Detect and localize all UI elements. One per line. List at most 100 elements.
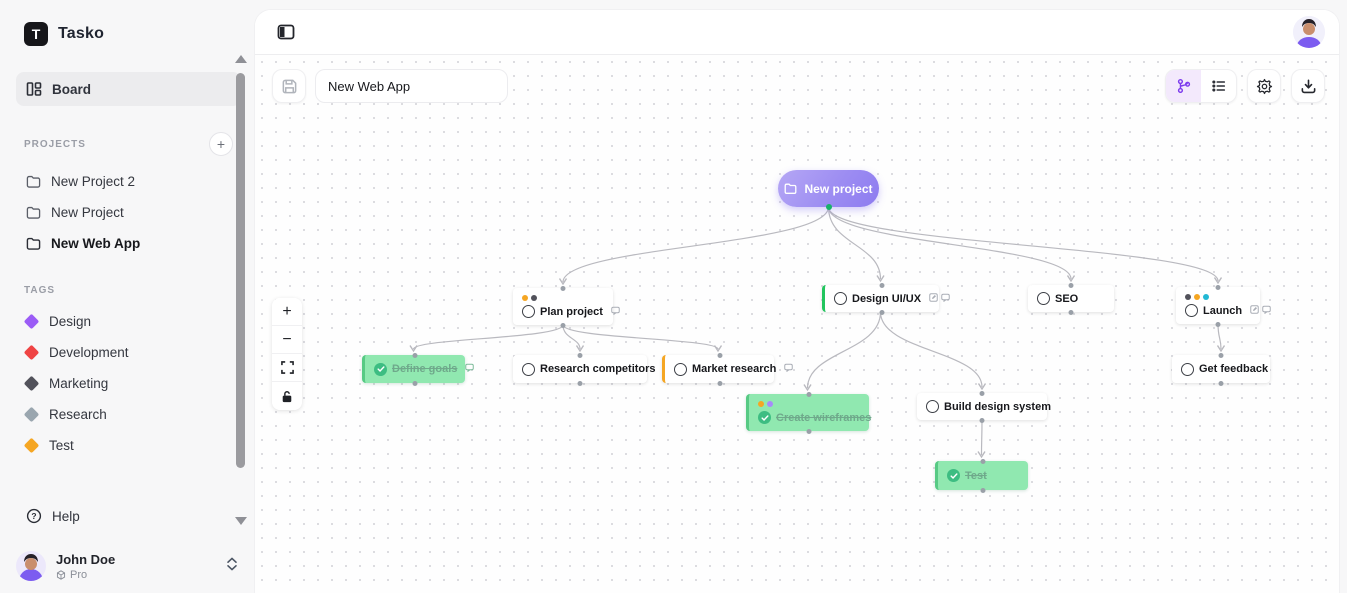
connection-handle[interactable] bbox=[1215, 321, 1221, 327]
user-plan-badge: Pro bbox=[56, 569, 115, 581]
node-tag-dots bbox=[522, 295, 604, 301]
tree-view-button[interactable] bbox=[1166, 70, 1201, 102]
comment-icon[interactable] bbox=[784, 363, 794, 375]
flow-node-plan[interactable]: Plan project bbox=[513, 285, 620, 328]
tag-color-icon bbox=[23, 344, 40, 361]
flow-node-research[interactable]: Research competitors bbox=[513, 352, 656, 386]
connection-handle[interactable] bbox=[979, 417, 985, 423]
tag-item-research[interactable]: Research bbox=[16, 399, 241, 430]
tag-name: Marketing bbox=[49, 376, 109, 391]
flow-node-build[interactable]: Build design system bbox=[917, 390, 1051, 423]
connection-handle[interactable] bbox=[412, 380, 418, 386]
connection-handle[interactable] bbox=[577, 380, 583, 386]
task-checkbox[interactable] bbox=[522, 362, 535, 376]
connection-handle[interactable] bbox=[560, 322, 566, 328]
comment-icon[interactable] bbox=[611, 306, 620, 318]
comment-icon[interactable] bbox=[941, 293, 950, 305]
flow-node-test[interactable]: Test bbox=[935, 458, 1028, 493]
flow-node-market[interactable]: Market research bbox=[662, 352, 794, 386]
task-checkbox[interactable] bbox=[1185, 304, 1198, 317]
task-checkbox-checked[interactable] bbox=[947, 469, 960, 482]
task-checkbox-checked[interactable] bbox=[374, 362, 387, 376]
connection-handle[interactable] bbox=[1218, 380, 1224, 386]
tag-dot bbox=[531, 295, 537, 301]
scrollbar-thumb[interactable] bbox=[236, 73, 245, 468]
connection-handle[interactable] bbox=[717, 380, 722, 386]
task-checkbox[interactable] bbox=[1181, 362, 1194, 376]
sidebar-toggle-button[interactable] bbox=[273, 19, 299, 45]
save-button[interactable] bbox=[272, 69, 306, 103]
view-controls bbox=[1165, 69, 1325, 103]
connection-handle[interactable] bbox=[806, 391, 812, 397]
connection-handle[interactable] bbox=[717, 352, 722, 358]
lock-icon bbox=[282, 390, 292, 402]
connection-handle[interactable] bbox=[806, 428, 812, 434]
tags-section-label: TAGS bbox=[24, 285, 56, 296]
task-checkbox[interactable] bbox=[522, 305, 535, 318]
connection-handle[interactable] bbox=[560, 285, 566, 291]
connection-handle[interactable] bbox=[1068, 282, 1074, 288]
flow-node-design[interactable]: Design UI/UX bbox=[822, 282, 950, 315]
header-user-avatar[interactable] bbox=[1293, 16, 1325, 48]
zoom-in-button[interactable]: + bbox=[272, 298, 302, 326]
connection-handle[interactable] bbox=[1215, 284, 1221, 290]
flow-node-goals[interactable]: Define goals bbox=[362, 352, 475, 386]
task-checkbox-checked[interactable] bbox=[758, 411, 771, 424]
list-view-button[interactable] bbox=[1201, 70, 1236, 102]
connection-handle[interactable] bbox=[879, 282, 885, 288]
comment-icon[interactable] bbox=[1262, 305, 1271, 317]
tag-item-test[interactable]: Test bbox=[16, 430, 241, 461]
tag-item-design[interactable]: Design bbox=[16, 306, 241, 337]
connection-handle[interactable] bbox=[980, 458, 986, 464]
project-item[interactable]: New Project bbox=[16, 197, 241, 228]
tag-dot bbox=[1203, 294, 1209, 300]
user-menu-caret-icon[interactable] bbox=[226, 556, 238, 577]
flow-node-launch[interactable]: Launch bbox=[1176, 284, 1271, 327]
add-project-button[interactable]: + bbox=[209, 132, 233, 156]
node-tag-dots bbox=[1185, 294, 1251, 300]
scrollbar-down-arrow[interactable] bbox=[235, 517, 247, 525]
scrollbar-up-arrow[interactable] bbox=[235, 55, 247, 63]
node-label: Test bbox=[965, 469, 987, 482]
projects-section-label: PROJECTS bbox=[24, 138, 86, 150]
flow-node-seo[interactable]: SEO bbox=[1028, 282, 1114, 315]
lock-button[interactable] bbox=[272, 382, 302, 410]
user-menu[interactable]: John Doe Pro bbox=[16, 551, 238, 581]
edit-icon[interactable] bbox=[1250, 304, 1259, 317]
connection-handle[interactable] bbox=[412, 352, 418, 358]
settings-button[interactable] bbox=[1247, 69, 1281, 103]
node-label: Create wireframes bbox=[776, 411, 872, 424]
task-checkbox[interactable] bbox=[674, 362, 687, 376]
help-label: Help bbox=[52, 508, 80, 524]
project-name-input[interactable] bbox=[315, 69, 508, 103]
tag-item-marketing[interactable]: Marketing bbox=[16, 368, 241, 399]
gear-icon bbox=[1256, 78, 1272, 94]
task-checkbox[interactable] bbox=[834, 292, 847, 305]
connection-handle[interactable] bbox=[1218, 352, 1224, 358]
sidebar-item-board[interactable]: Board bbox=[16, 72, 241, 106]
task-checkbox[interactable] bbox=[1037, 292, 1050, 305]
task-checkbox[interactable] bbox=[926, 400, 939, 413]
flow-node-wireframes[interactable]: Create wireframes bbox=[746, 391, 872, 434]
help-button[interactable]: ? Help bbox=[16, 499, 226, 533]
flow-node-feedback[interactable]: Get feedback bbox=[1172, 352, 1270, 386]
project-item[interactable]: New Project 2 bbox=[16, 166, 241, 197]
connection-handle[interactable] bbox=[879, 309, 885, 315]
connection-handle[interactable] bbox=[577, 352, 583, 358]
connection-handle[interactable] bbox=[1068, 309, 1074, 315]
flow-node-root[interactable]: New project bbox=[778, 170, 879, 210]
fit-view-button[interactable] bbox=[272, 354, 302, 382]
connection-handle[interactable] bbox=[980, 487, 986, 493]
connection-handle[interactable] bbox=[979, 390, 985, 396]
tag-item-development[interactable]: Development bbox=[16, 337, 241, 368]
list-icon bbox=[1211, 80, 1225, 92]
connection-handle[interactable] bbox=[825, 203, 832, 210]
comment-icon[interactable] bbox=[465, 363, 475, 375]
download-button[interactable] bbox=[1291, 69, 1325, 103]
sidebar-scrollbar[interactable] bbox=[235, 55, 247, 525]
edit-icon[interactable] bbox=[929, 292, 938, 305]
zoom-out-button[interactable]: − bbox=[272, 326, 302, 354]
flow-edges bbox=[409, 206, 1226, 459]
project-item-active[interactable]: New Web App bbox=[16, 228, 241, 259]
